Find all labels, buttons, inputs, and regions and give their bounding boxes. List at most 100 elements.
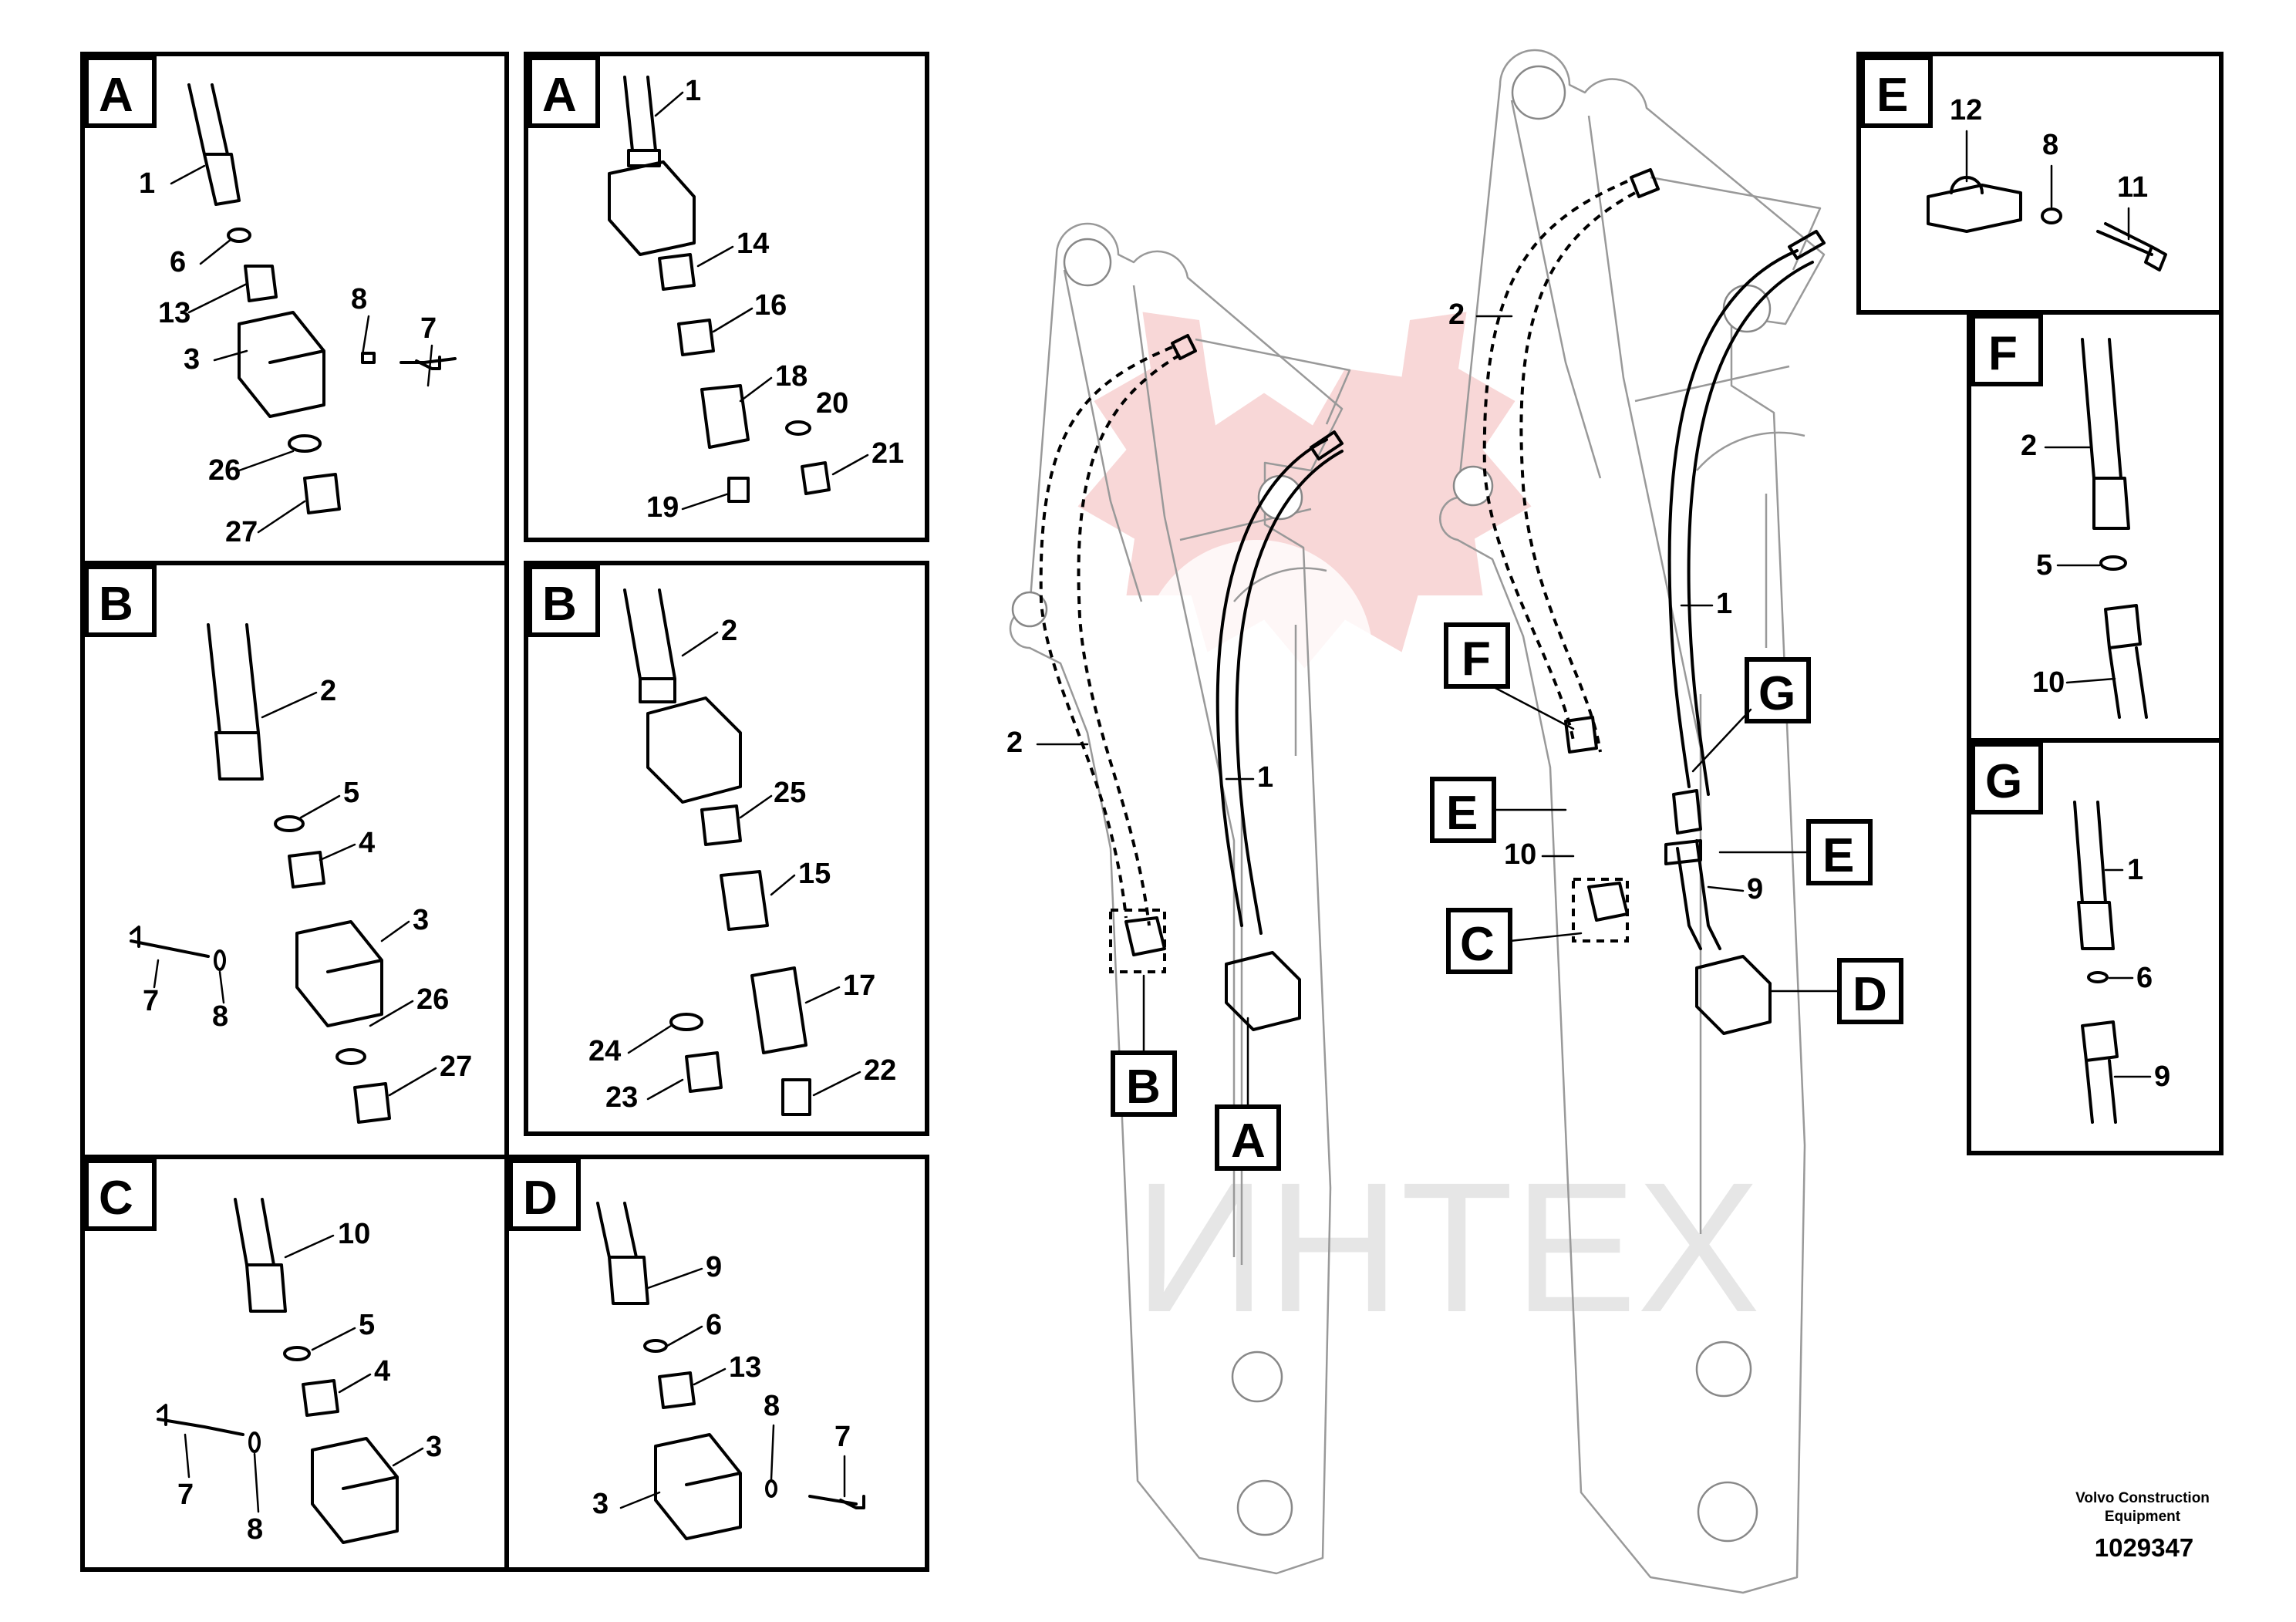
part-label: 19 [646, 491, 679, 524]
panel-b2: B 2 25 15 17 24 23 22 [524, 561, 929, 1136]
panel-f-letter-box [1971, 314, 2043, 386]
part-label: 1 [2127, 854, 2143, 886]
panel-d: D 9 6 13 8 7 3 [504, 1155, 929, 1572]
callout-g: G [1758, 667, 1795, 720]
part-label: 5 [343, 777, 359, 809]
panel-b1: B 2 5 4 3 7 8 26 27 [80, 561, 509, 1159]
panel-a2-labels: 1 14 16 18 20 21 19 [646, 75, 904, 524]
panel-c-drawing [157, 1198, 399, 1544]
part-label: 27 [440, 1050, 472, 1083]
part-label: 26 [208, 454, 241, 487]
panel-b2-drawing [623, 588, 811, 1116]
panel-b1-drawing [130, 623, 391, 1124]
boom-right-pin-top [1511, 65, 1566, 120]
callout-a: A [1231, 1114, 1266, 1168]
panel-a1-frame [80, 52, 509, 565]
panel-d-letter-box [508, 1158, 581, 1231]
part-label: 9 [1747, 873, 1763, 905]
callout-e2: E [1822, 829, 1854, 882]
part-label: 1 [1257, 761, 1273, 794]
panel-a2: A 1 14 16 18 20 21 19 [524, 52, 929, 542]
boom-right-pin-cyl [1722, 284, 1772, 333]
callout-b: B [1126, 1061, 1161, 1114]
boom-right [1439, 49, 1826, 1594]
footer: Volvo Construction Equipment 1029347 [2075, 1490, 2210, 1562]
panel-c-letter-box [84, 1158, 157, 1231]
panel-b1-labels: 2 5 4 3 7 8 26 27 [143, 675, 472, 1097]
part-label: 12 [1950, 94, 1982, 126]
watermark: ИНТЕХ [1077, 312, 1761, 1351]
panel-b1-letter-box [84, 565, 157, 637]
panel-c: C 10 5 4 3 7 8 [80, 1155, 509, 1572]
part-label: 5 [359, 1309, 375, 1341]
panel-g-labels: 1 6 9 [2104, 854, 2170, 1093]
boom-left-labels: 2 1 B A [1006, 727, 1281, 1171]
part-label: 16 [754, 289, 787, 322]
panel-c-labels: 10 5 4 3 7 8 [177, 1218, 442, 1546]
part-label: 10 [338, 1218, 370, 1250]
brand-line-1: Volvo Construction [2075, 1490, 2210, 1506]
part-label: 6 [2136, 962, 2153, 994]
panel-a2-letter-box [528, 56, 600, 128]
callout-c: C [1460, 918, 1495, 971]
panel-f-drawing [2081, 338, 2148, 719]
callout-f: F [1462, 632, 1491, 686]
panel-e: E 12 8 11 [1856, 52, 2224, 315]
part-label: 8 [764, 1390, 780, 1422]
panel-d-drawing [596, 1202, 865, 1540]
boom-left [1009, 222, 1351, 1575]
panel-b2-letter-box [528, 565, 600, 637]
panel-d-labels: 9 6 13 8 7 3 [592, 1251, 851, 1520]
part-label: 7 [143, 985, 159, 1017]
part-label: 2 [2021, 430, 2037, 462]
panel-a2-drawing [608, 76, 831, 503]
part-label: 13 [729, 1351, 761, 1384]
part-label: 4 [374, 1355, 390, 1388]
part-label: 7 [420, 312, 437, 345]
panel-e-labels: 12 8 11 [1950, 94, 2148, 241]
part-label: 4 [359, 827, 375, 859]
brand-line-2: Equipment [2105, 1509, 2181, 1525]
panel-c-letter: C [99, 1172, 133, 1225]
part-label: 9 [2154, 1061, 2170, 1093]
panel-b2-labels: 2 25 15 17 24 23 22 [588, 615, 896, 1114]
panel-g-letter: G [1985, 755, 2022, 808]
part-label: 2 [1448, 298, 1465, 331]
part-label: 2 [721, 615, 737, 647]
panel-d-frame [504, 1155, 929, 1572]
callout-box-g [1745, 657, 1811, 723]
boom-right-pin-mid [1452, 465, 1494, 507]
part-label: 3 [184, 343, 200, 376]
panel-b2-letter: B [542, 578, 577, 631]
callout-box-f [1444, 622, 1510, 689]
part-label: 6 [170, 246, 186, 278]
part-label: 22 [864, 1054, 896, 1087]
boom-left-pin-bottom [1236, 1479, 1293, 1536]
part-label: 2 [320, 675, 336, 707]
part-label: 14 [737, 228, 769, 260]
part-label: 21 [872, 437, 904, 470]
part-label: 8 [351, 283, 367, 315]
part-label: 9 [706, 1251, 722, 1283]
callout-e1: E [1446, 787, 1478, 840]
panel-f-labels: 2 5 10 [2021, 430, 2116, 699]
panel-g-frame [1967, 738, 2224, 1155]
watermark-text: ИНТЕХ [1134, 1144, 1761, 1351]
part-label: 3 [413, 904, 429, 936]
panel-g-drawing [2073, 801, 2119, 1124]
part-label: 26 [416, 983, 449, 1016]
panel-f-letter: F [1988, 327, 2018, 380]
panel-b1-letter: B [99, 578, 133, 631]
part-label: 1 [685, 75, 701, 107]
panel-f: F 2 5 10 [1967, 310, 2224, 743]
panel-a1-letter-box [84, 56, 157, 128]
part-label: 6 [706, 1309, 722, 1341]
part-label: 5 [2036, 549, 2052, 582]
boom-left-pin-lower [1231, 1351, 1283, 1403]
part-label: 3 [592, 1488, 609, 1520]
panel-d-letter: D [523, 1172, 558, 1225]
boom-right-pin-bottom [1697, 1481, 1758, 1543]
part-label: 13 [158, 297, 190, 329]
panel-g-letter-box [1971, 742, 2043, 814]
